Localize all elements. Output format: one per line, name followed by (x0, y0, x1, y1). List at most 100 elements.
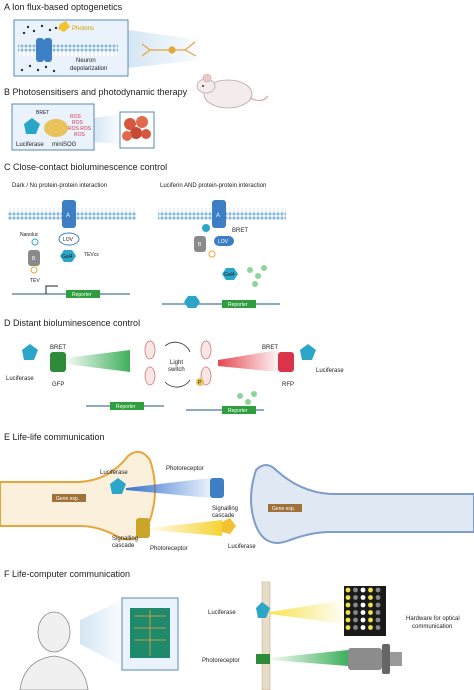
led-pixel (368, 595, 373, 600)
led-pixel (353, 602, 358, 608)
signalling-top-line1: Signalling (212, 506, 238, 512)
gene-exp-left-label: Gene exp. (56, 496, 79, 502)
led-pixel (375, 602, 381, 608)
ion-channel (44, 38, 52, 62)
signalling-top-line2: cascade (212, 513, 235, 519)
bret-right-label: BRET (262, 345, 278, 351)
gene-exp-left (52, 494, 86, 502)
led-pixel (368, 625, 373, 630)
photoreceptor-top (210, 478, 224, 498)
led-pixel (375, 610, 381, 615)
panel-b: B Photosensitisers and photodynamic ther… (4, 87, 188, 151)
luciferase-left-label: Luciferase (6, 376, 34, 382)
receptor-a-label: A (66, 213, 70, 219)
f-photoreceptor-label: Photoreceptor (202, 658, 240, 664)
lov-domain (58, 232, 80, 246)
led-pixel (375, 595, 381, 600)
tev-protease (30, 266, 38, 274)
led-pixel (360, 602, 366, 608)
panel-c-left-caption: Dark / No protein-protein interaction (12, 183, 107, 189)
hardware-label-line2: communication (412, 624, 452, 630)
luciferase-protein (256, 602, 270, 618)
human-icon (19, 611, 89, 690)
tevcs-label: TEVcs (84, 252, 99, 258)
gene-exp-right-label: Gene exp. (272, 506, 295, 512)
luciferase-yellow (222, 518, 236, 534)
led-pixel (375, 625, 381, 630)
led-pixel (360, 617, 366, 623)
luciferase-protein (110, 478, 126, 494)
led-pixel (375, 587, 381, 593)
reporter-label-right: Reporter (228, 302, 248, 308)
ions (20, 24, 58, 73)
luciferase-top-label: Luciferase (100, 470, 128, 476)
gfp-protein (50, 352, 66, 372)
led-pixel (368, 610, 373, 615)
luciferase-protein (300, 344, 316, 360)
led-pixel (345, 602, 351, 608)
signalling-bottom-line2: cascade (112, 543, 135, 549)
promoter-arrow (45, 285, 58, 294)
bret-left-label: BRET (50, 345, 66, 351)
ros-label-3: ROS ROS (68, 126, 92, 132)
led-pixel (345, 587, 351, 593)
rfp-label: RFP (282, 382, 294, 388)
gal4-protein (222, 268, 238, 280)
led-pixel (360, 587, 366, 593)
membrane (18, 44, 118, 56)
reporter-product (237, 391, 257, 405)
chip-traces (134, 610, 166, 656)
gal4-protein (60, 250, 76, 262)
panel-b-title: B Photosensitisers and photodynamic ther… (4, 87, 188, 97)
reporter-gene (110, 402, 144, 410)
receptor-a-label-right: A (216, 213, 220, 219)
nanoluc-label: Nanoluc (20, 232, 39, 238)
yellow-light-beam (270, 600, 344, 624)
panel-c-right-caption: Luciferin AND protein-protein interactio… (160, 183, 266, 189)
photoreceptor-green (256, 654, 270, 664)
led-pixel (360, 610, 366, 615)
luciferase-protein (202, 224, 210, 232)
bret-label: BRET (232, 228, 248, 234)
protein-b-label-right: B (198, 242, 202, 248)
protein-b-label: B (32, 256, 36, 262)
panel-c: C Close-contact bioluminescence control … (4, 162, 286, 308)
luciferase-bottom-label: Luciferase (228, 544, 256, 550)
panel-e-title: E Life-life communication (4, 432, 105, 442)
tev-protease (208, 250, 216, 258)
reporter-product (247, 265, 267, 287)
panel-a-title: A Ion flux-based optogenetics (4, 2, 123, 12)
light-cone (93, 114, 120, 144)
led-pixel (353, 587, 358, 593)
protein-b (28, 250, 40, 266)
lov-label-right: LOV (218, 239, 229, 245)
rfp-protein (278, 352, 294, 372)
red-light-beam (218, 350, 278, 372)
light-switch-line1: Light (170, 360, 183, 366)
luciferase-protein (24, 118, 40, 134)
photons-label: Photons (72, 26, 94, 32)
led-pixel (353, 617, 358, 623)
light-cone (80, 600, 122, 666)
led-pixel (353, 625, 358, 630)
yellow-light-beam (150, 520, 222, 536)
receptor-a (212, 200, 226, 228)
ros-label-4: ROS (74, 132, 86, 138)
gene-exp-right (268, 504, 302, 512)
bret-label: BRET (36, 110, 49, 116)
reporter-label-left: Reporter (116, 404, 136, 410)
receptor-a (62, 200, 76, 228)
gfp-label: GFP (52, 382, 64, 388)
gal4-label: Gal4 (62, 254, 73, 260)
mouse-icon (196, 73, 269, 109)
light-switch-line2: switch (168, 367, 185, 373)
photon-icon (58, 21, 70, 32)
neuron-icon (141, 41, 197, 57)
gal4-bound (184, 296, 200, 308)
tumor-cells-icon (119, 111, 155, 149)
led-pixel (345, 595, 351, 600)
led-pixel (345, 610, 351, 615)
luciferase-right-label: Luciferase (316, 368, 344, 374)
light-cone (128, 30, 200, 68)
